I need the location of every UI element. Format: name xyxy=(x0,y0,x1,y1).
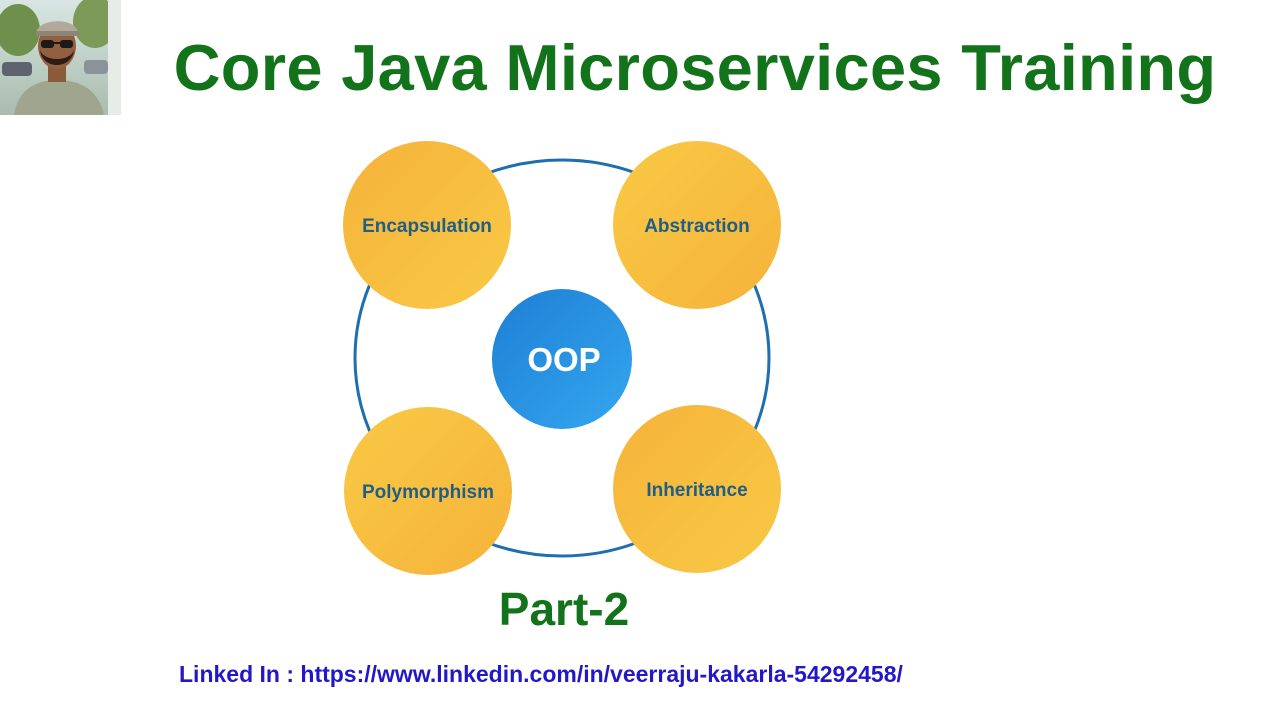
oop-diagram: Encapsulation Abstraction Polymorphism I… xyxy=(320,135,810,580)
node-encapsulation: Encapsulation xyxy=(343,141,511,309)
connector-ring xyxy=(353,158,771,558)
node-oop-center: OOP xyxy=(492,289,632,429)
encapsulation-label: Encapsulation xyxy=(362,216,492,237)
oop-label: OOP xyxy=(527,341,600,378)
inheritance-label: Inheritance xyxy=(646,480,747,501)
page-title: Core Java Microservices Training xyxy=(173,31,1217,104)
presenter-photo xyxy=(0,0,121,115)
polymorphism-label: Polymorphism xyxy=(362,482,494,503)
linkedin-link[interactable]: Linked In : https://www.linkedin.com/in/… xyxy=(179,661,903,687)
node-abstraction: Abstraction xyxy=(613,141,781,309)
part-label: Part-2 xyxy=(498,583,630,635)
abstraction-label: Abstraction xyxy=(644,216,750,237)
node-inheritance: Inheritance xyxy=(613,405,781,573)
node-polymorphism: Polymorphism xyxy=(344,407,512,575)
